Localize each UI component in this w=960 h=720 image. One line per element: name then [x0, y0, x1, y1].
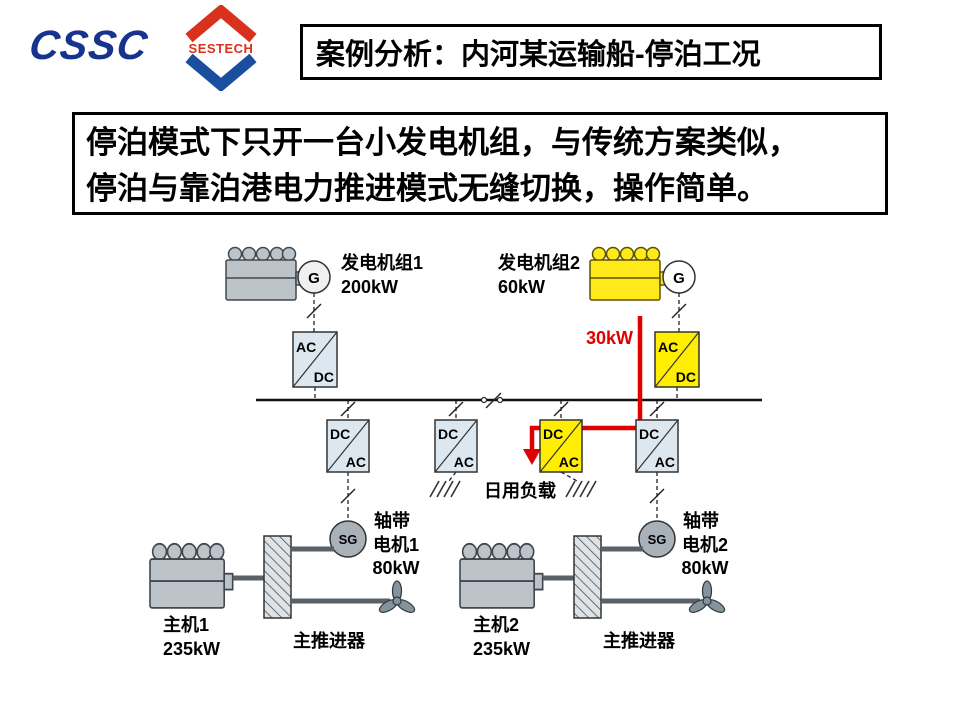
converter-diagonal: [434, 419, 478, 473]
power-flow-path: [529, 316, 643, 452]
slide-title: 案例分析：内河某运输船-停泊工况: [316, 39, 761, 71]
switch-icon: [553, 401, 569, 417]
main-engine2-icon: [459, 542, 544, 609]
propeller1-label: 主推进器: [293, 630, 366, 651]
load-hatch-left-icon: [429, 480, 461, 498]
gearbox1-icon: [263, 535, 292, 619]
dcac-inverter-2: DC AC: [434, 419, 478, 473]
shaft-motor1-label-2: 电机1: [373, 534, 419, 555]
sestech-logo-text: SESTECH: [189, 41, 254, 56]
sestech-chevron-down-icon: [185, 53, 257, 91]
dcac3-ac-label: AC: [559, 454, 579, 470]
genset2-generator-symbol: G: [673, 270, 685, 287]
power-system-diagram: G 发电机组1 200kW 发电机组2 60kW G: [149, 246, 762, 659]
shaft-motor-2: SG 轴带 电机2 80kW: [638, 510, 729, 578]
switch-icon: [340, 488, 356, 504]
main-engine1-icon: [149, 542, 234, 609]
genset2-engine-icon: [589, 246, 669, 301]
genset1-name: 发电机组1: [340, 252, 423, 273]
main-engine1-power: 235kW: [163, 639, 220, 659]
switch-symbols: [306, 303, 687, 504]
genset1: G 发电机组1 200kW: [225, 246, 423, 301]
acdc-converter-1: AC DC: [292, 331, 338, 388]
dcac3-dc-label: DC: [543, 426, 563, 442]
bus-tie-node: [496, 396, 504, 404]
acdc1-ac-label: AC: [296, 339, 316, 355]
genset2: 发电机组2 60kW G: [497, 246, 696, 301]
shaft-motor1-symbol: SG: [339, 532, 358, 547]
summary-box: 停泊模式下只开一台小发电机组，与传统方案类似， 停泊与靠泊港电力推进模式无缝切换…: [72, 112, 888, 215]
propeller2-label: 主推进器: [603, 630, 676, 651]
daily-load-label: 日用负载: [484, 480, 556, 501]
shaft-motor1-icon: [329, 520, 367, 558]
shaft-motor2-power: 80kW: [681, 558, 728, 578]
switch-icon: [649, 488, 665, 504]
connector-line: [560, 471, 578, 482]
shaft-motor2-icon: [638, 520, 676, 558]
power-flow-arrowhead-icon: [523, 449, 541, 465]
acdc-converter-2: AC DC: [654, 331, 700, 388]
bus-tie-breaker: [480, 392, 504, 409]
bus-tie-node: [480, 396, 488, 404]
shaft-motor1-power: 80kW: [372, 558, 419, 578]
converter-diagonal: [539, 419, 583, 473]
main-engine1-name: 主机1: [163, 614, 209, 635]
summary-line-1: 停泊模式下只开一台小发电机组，与传统方案类似，: [86, 125, 799, 160]
propulsion-train-2: 主机2 235kW 主推进器: [459, 535, 728, 659]
genset1-generator-symbol: G: [308, 270, 320, 287]
main-engine2-name: 主机2: [473, 614, 519, 635]
dcac-inverter-4: DC AC: [635, 419, 679, 473]
switch-icon: [485, 392, 502, 409]
switch-icon: [306, 303, 322, 319]
propulsion-train-1: 主机1 235kW 主推进器: [149, 535, 418, 659]
shaft-motor1-label-1: 轴带: [374, 510, 410, 531]
acdc1-dc-label: DC: [314, 369, 334, 385]
dcac2-dc-label: DC: [438, 426, 458, 442]
genset1-engine-icon: [225, 246, 305, 301]
flow-power-label: 30kW: [586, 328, 633, 348]
gearbox2-icon: [573, 535, 602, 619]
dcac1-ac-label: AC: [346, 454, 366, 470]
shaft-motor2-label-1: 轴带: [683, 510, 719, 531]
propeller1-icon: [376, 580, 418, 616]
acdc2-dc-label: DC: [676, 369, 696, 385]
dcac4-ac-label: AC: [655, 454, 675, 470]
acdc2-ac-label: AC: [658, 339, 678, 355]
genset1-power: 200kW: [341, 277, 398, 297]
sestech-chevron-up-icon: [185, 5, 257, 43]
load-hatch-right-icon: [565, 480, 597, 498]
dcac-inverter-1: DC AC: [326, 419, 370, 473]
dcac1-dc-label: DC: [330, 426, 350, 442]
daily-load: 日用负载: [429, 480, 597, 501]
genset2-power: 60kW: [498, 277, 545, 297]
converter-diagonal: [292, 331, 338, 388]
cssc-logo: CSSC: [26, 22, 152, 68]
converter-diagonal: [635, 419, 679, 473]
converter-diagonal: [326, 419, 370, 473]
title-box: 案例分析：内河某运输船-停泊工况: [300, 24, 882, 80]
connector-line: [448, 471, 457, 482]
dcac4-dc-label: DC: [639, 426, 659, 442]
switch-icon: [671, 303, 687, 319]
switch-icon: [340, 401, 356, 417]
switch-icon: [448, 401, 464, 417]
main-engine2-power: 235kW: [473, 639, 530, 659]
sestech-logo: SESTECH: [185, 5, 257, 91]
shaft-motor2-label-2: 电机2: [682, 534, 728, 555]
genset2-name: 发电机组2: [497, 252, 580, 273]
shaft-motor2-symbol: SG: [648, 532, 667, 547]
dcac2-ac-label: AC: [454, 454, 474, 470]
power-flow-arrow: [523, 316, 643, 465]
switch-icon: [649, 401, 665, 417]
summary-line-2: 停泊与靠泊港电力推进模式无缝切换，操作简单。: [86, 171, 768, 206]
converter-diagonal: [654, 331, 700, 388]
shaft-motor-1: SG 轴带 电机1 80kW: [329, 510, 420, 578]
dcac-inverter-3: DC AC: [539, 419, 583, 473]
propeller2-icon: [686, 580, 728, 616]
